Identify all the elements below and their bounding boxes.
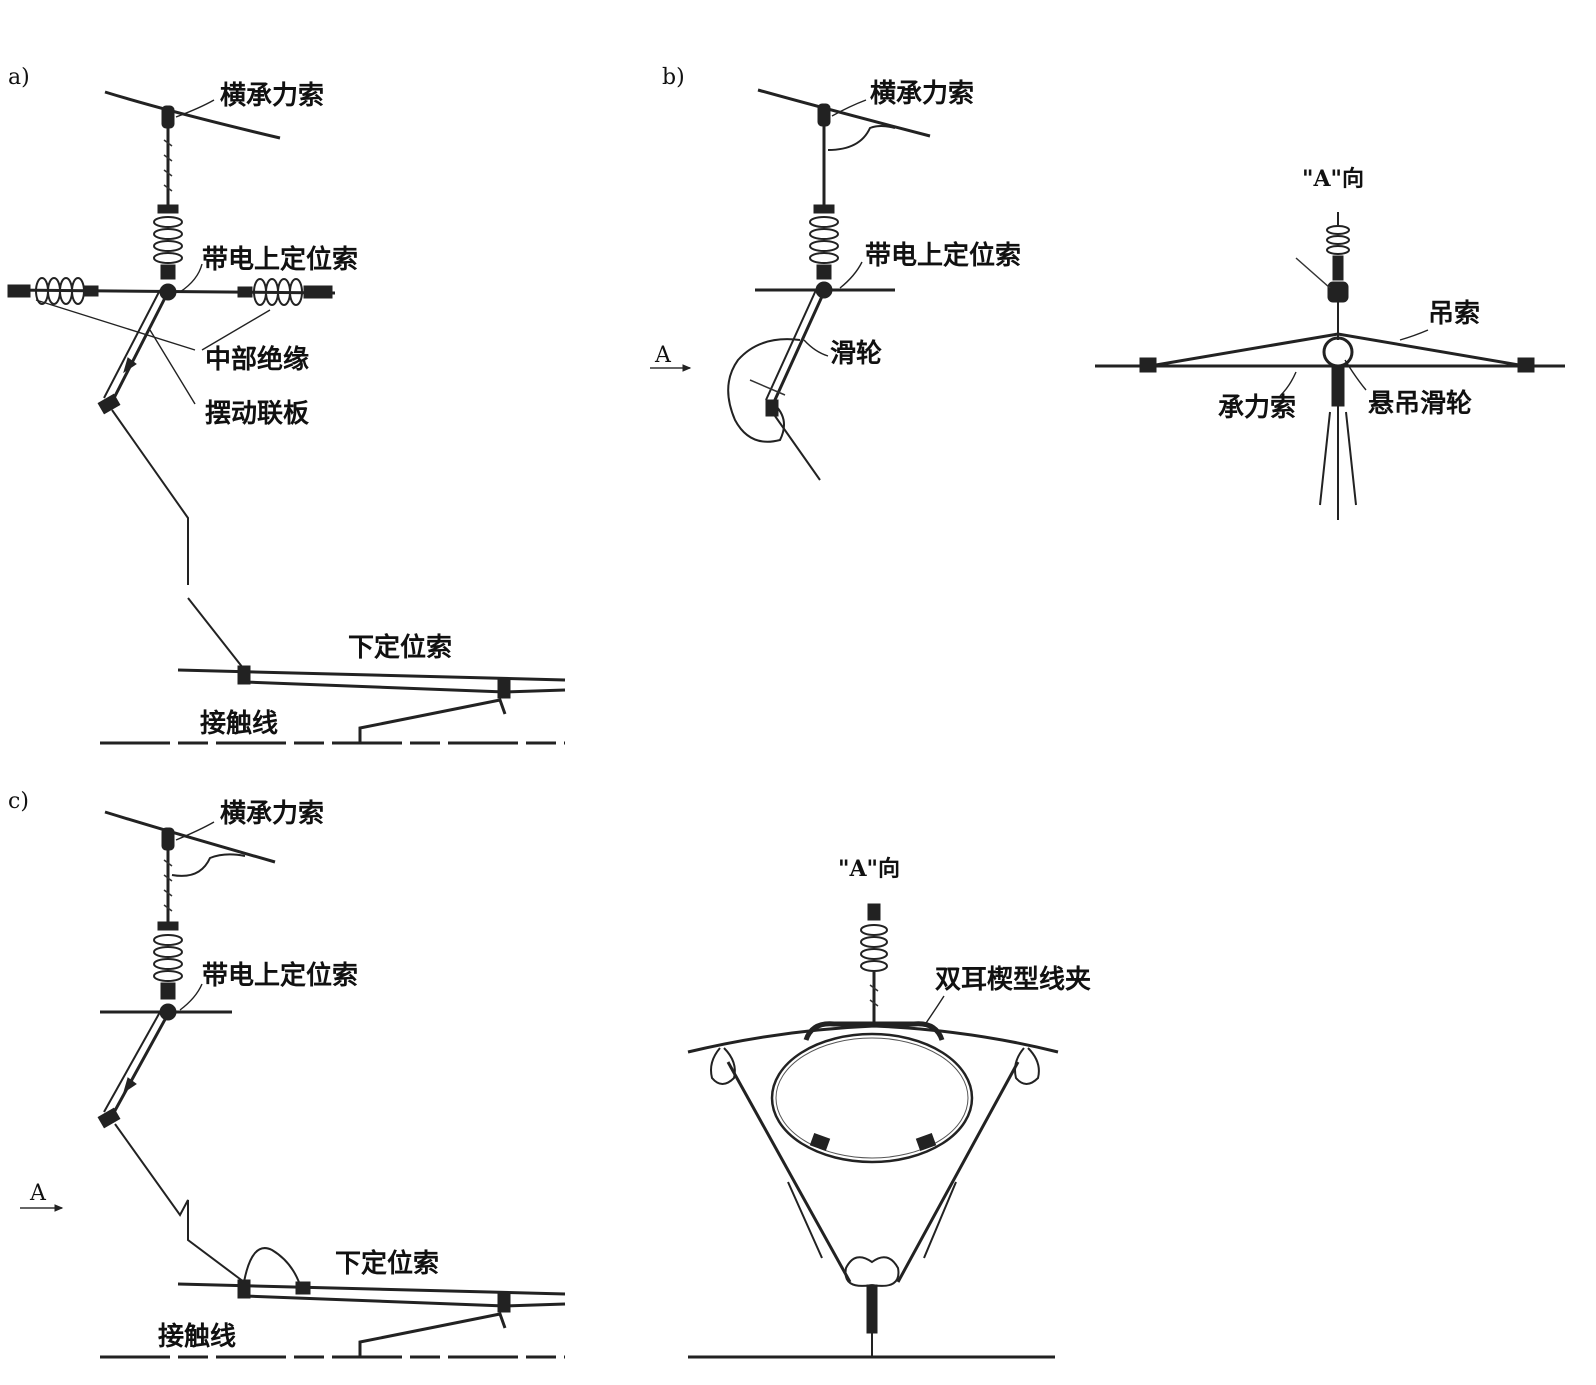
b-hanger-rope <box>1149 332 1526 368</box>
c-loop <box>770 1032 974 1164</box>
c-view-a-title: "A"向 <box>838 856 900 882</box>
c-view-a: "A"向 <box>687 856 1091 1359</box>
a-label-cross-span: 横承力索 <box>220 81 324 111</box>
a-top-clamp <box>161 105 175 129</box>
c-label-lower-positioning: 下定位索 <box>335 1248 439 1279</box>
b-view-a-title: "A"向 <box>1302 166 1364 192</box>
c-swing-plate <box>110 1013 170 1117</box>
c-left-strut <box>726 1061 852 1283</box>
b-view-a: "A"向 吊索 承力索 悬吊滑轮 <box>1095 166 1565 520</box>
panel-b-tag: b) <box>662 65 685 90</box>
a-cross-span-wire <box>104 90 281 140</box>
panel-b: b) A 横承力索 带电上定位索 滑轮 "A <box>650 65 1565 520</box>
b-pulley-loop <box>727 338 801 443</box>
a-label-swing-plate: 摆动联板 <box>205 399 309 429</box>
b-view-a-label-catenary: 承力索 <box>1218 393 1296 423</box>
c-vertical-insulator <box>153 921 183 1000</box>
c-view-arrow-label: A <box>29 1181 47 1206</box>
a-lower-positioning-wire <box>177 668 566 682</box>
b-label-cross-span: 横承力索 <box>870 79 974 109</box>
b-vertical-insulator <box>809 204 839 280</box>
c-label-upper-positioning: 带电上定位索 <box>202 960 358 991</box>
c-lower-positioning-wire <box>177 1282 566 1296</box>
c-right-strut <box>896 1061 1020 1283</box>
a-dropper <box>111 409 189 585</box>
c-catenary-line <box>687 1024 1059 1054</box>
b-view-a-label-suspension-pulley: 悬吊滑轮 <box>1368 389 1472 419</box>
b-pulley-arm <box>772 291 826 403</box>
c-view-a-label-wedge-clamp: 双耳楔型线夹 <box>935 964 1091 995</box>
a-left-insulator <box>7 277 99 305</box>
a-vertical-insulator <box>153 204 183 280</box>
a-label-upper-positioning: 带电上定位索 <box>202 244 358 275</box>
b-view-a-label-hanger: 吊索 <box>1428 299 1480 329</box>
c-cross-span-wire <box>104 810 276 864</box>
a-label-lower-positioning: 下定位索 <box>348 632 452 663</box>
a-label-contact-wire: 接触线 <box>200 709 278 739</box>
c-label-contact-wire: 接触线 <box>158 1322 236 1352</box>
c-wedge-clamp <box>803 1021 945 1041</box>
a-label-middle-insulation: 中部绝缘 <box>205 344 309 375</box>
a-swing-plate <box>110 291 170 403</box>
b-cross-span-wire <box>757 88 931 138</box>
a-right-insulator <box>237 278 333 306</box>
panel-a: a) <box>7 65 566 745</box>
b-label-upper-positioning: 带电上定位索 <box>865 240 1021 271</box>
b-label-pulley: 滑轮 <box>830 339 882 369</box>
b-view-arrow-label: A <box>654 343 672 368</box>
c-label-cross-span: 横承力索 <box>220 799 324 829</box>
b-suspension-pulley <box>1322 336 1354 368</box>
panel-c-tag: c) <box>8 789 29 814</box>
c-dropper <box>114 1123 245 1283</box>
panel-a-tag: a) <box>8 65 30 90</box>
panel-c: c) A 横承力索 带电 <box>8 789 1091 1359</box>
